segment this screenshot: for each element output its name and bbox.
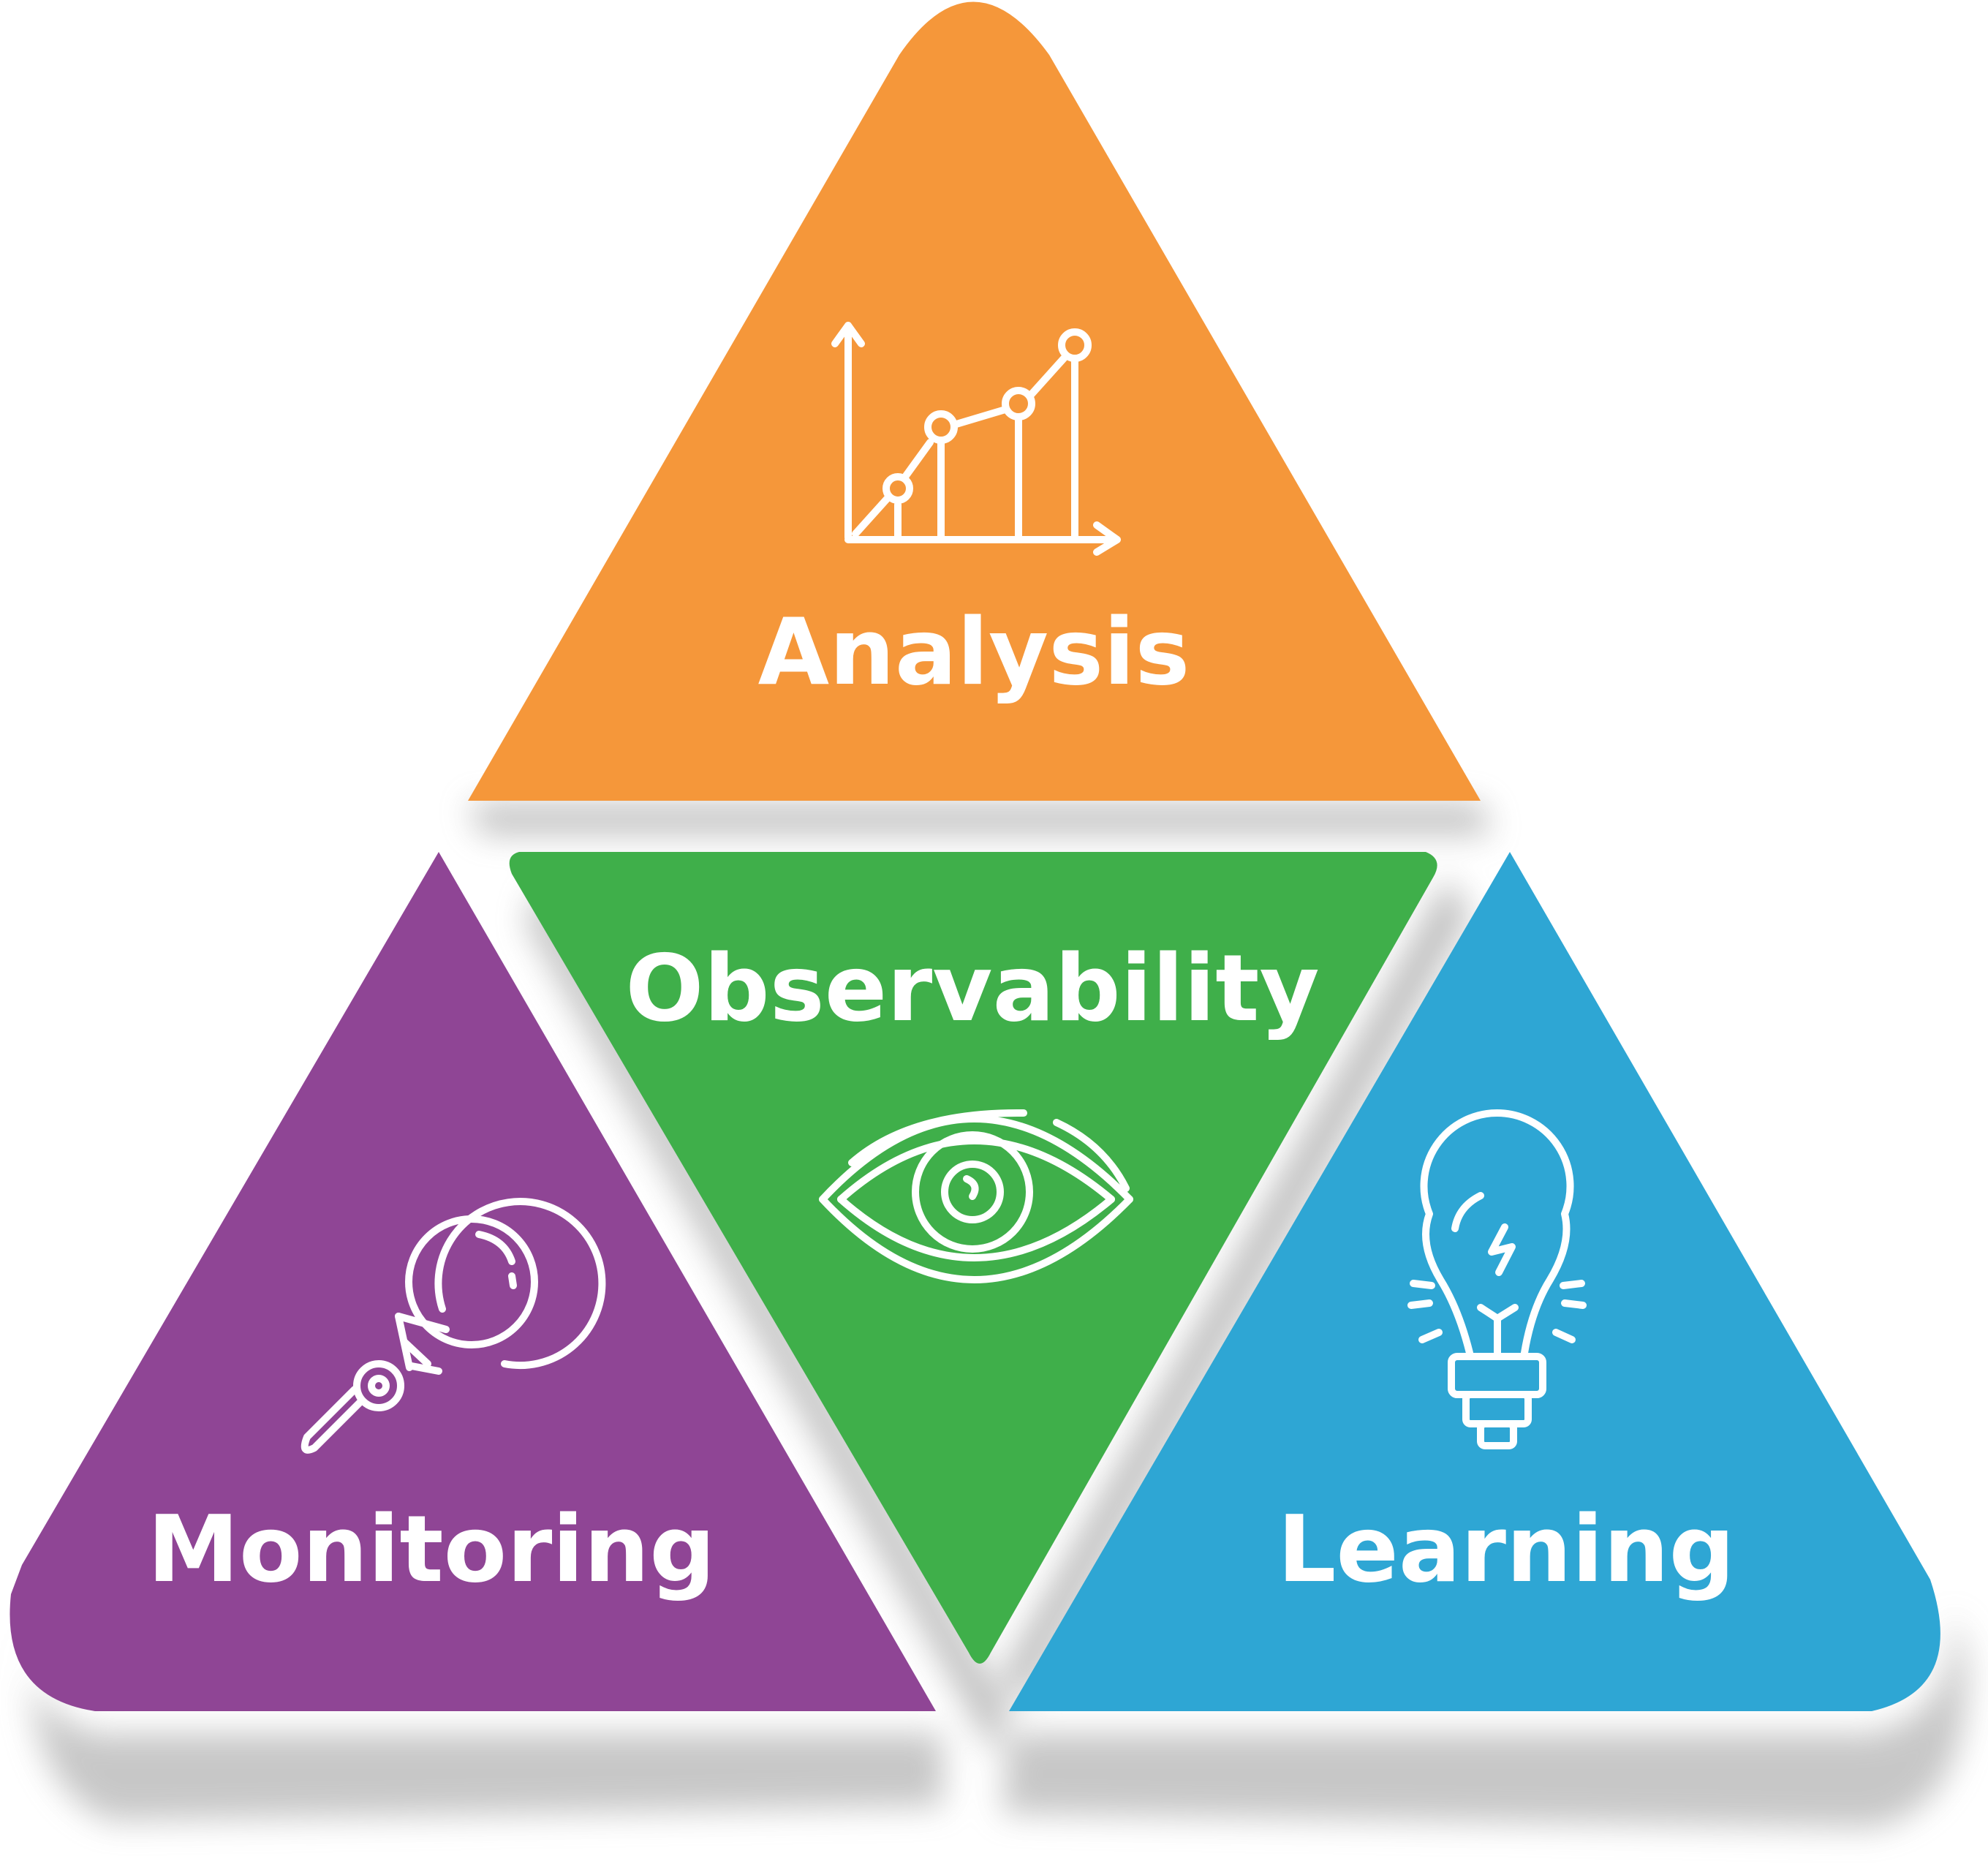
- learning-label: Learning: [1277, 1495, 1735, 1603]
- eye-icon: [819, 1109, 1133, 1283]
- segment-learning: Learning: [1009, 852, 1940, 1711]
- monitoring-triangle: [10, 852, 937, 1711]
- analysis-label: Analysis: [758, 598, 1190, 706]
- segment-monitoring: Monitoring: [10, 852, 937, 1711]
- analysis-triangle: [468, 1, 1481, 801]
- segment-analysis: Analysis: [468, 1, 1481, 801]
- segment-observability: Observability: [509, 852, 1437, 1664]
- line-chart-icon: [831, 322, 1121, 556]
- observability-label: Observability: [625, 935, 1319, 1042]
- magnifying-glass-icon: [301, 1198, 606, 1454]
- light-bulb-icon: [1407, 1109, 1587, 1449]
- learning-triangle: [1009, 852, 1940, 1711]
- monitoring-label: Monitoring: [148, 1495, 716, 1603]
